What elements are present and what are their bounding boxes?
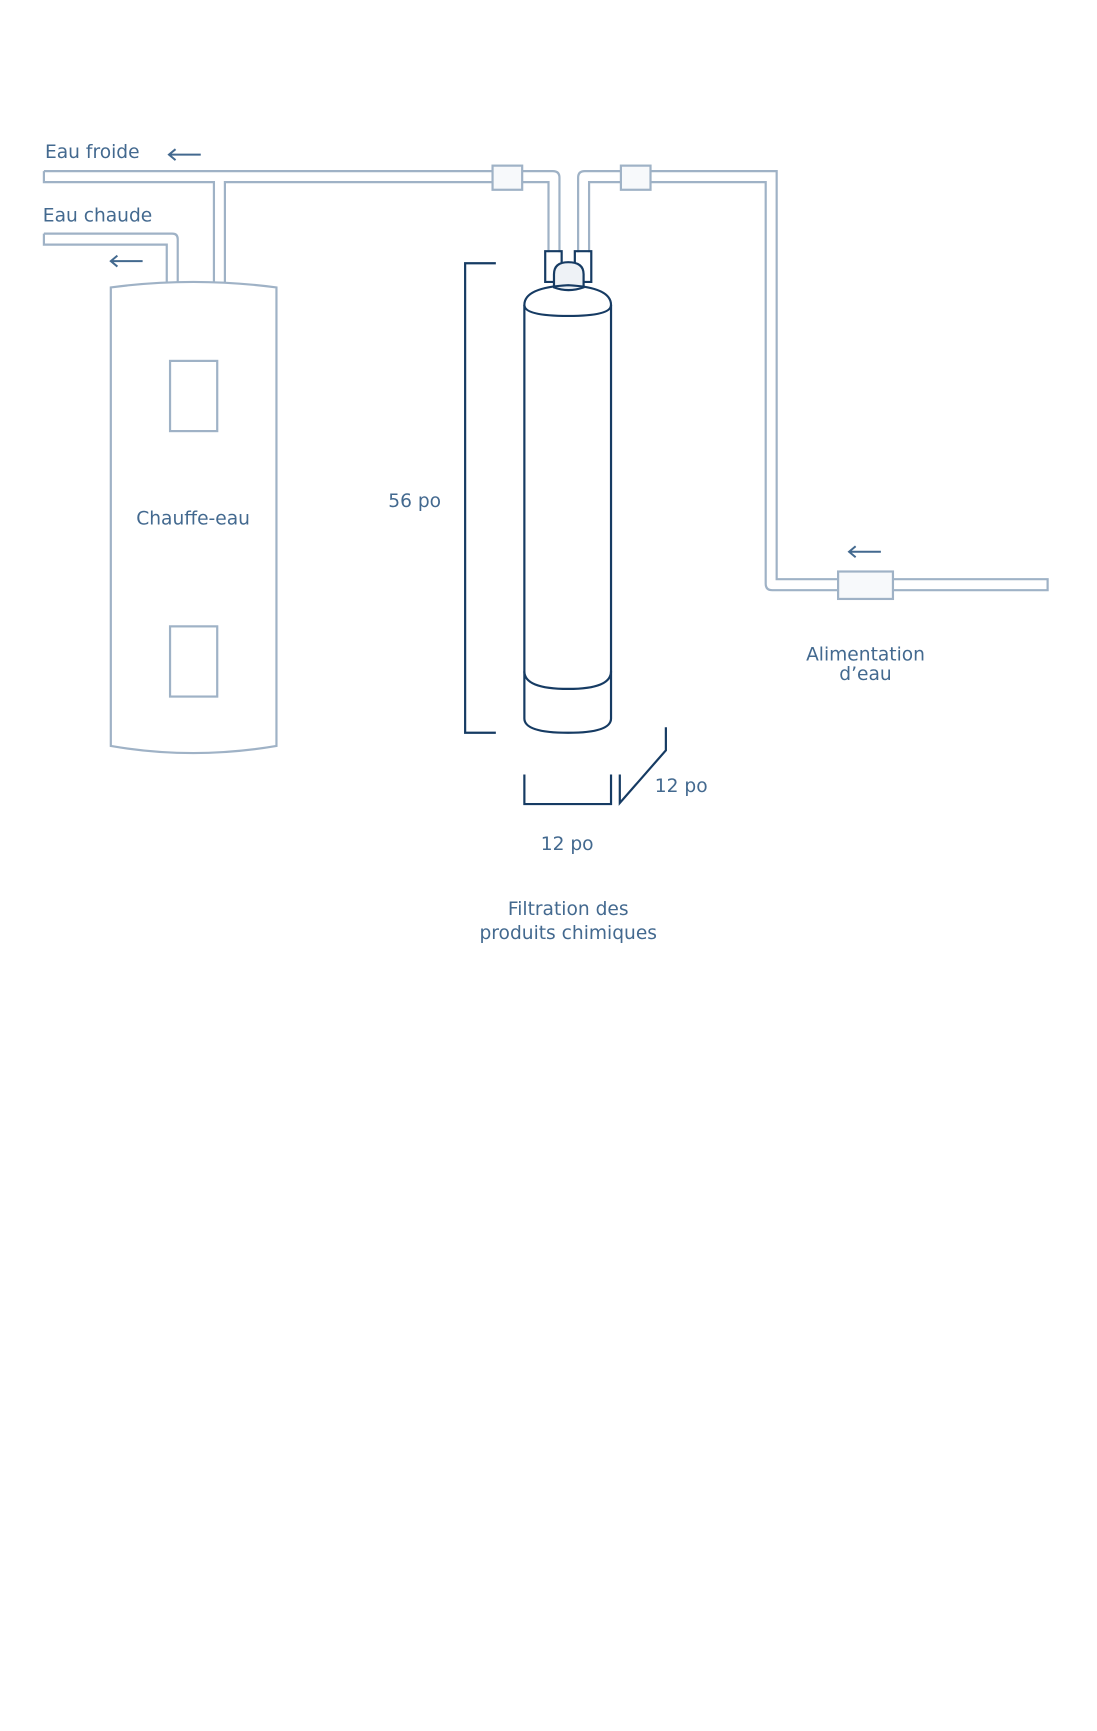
depth-dimension: 12 po: [655, 776, 708, 797]
depth-bracket: [618, 727, 667, 806]
supply-pipe: [577, 164, 1049, 601]
arrow-left-icon: [109, 254, 143, 268]
cold-water-label: Eau froide: [45, 142, 140, 163]
hot-water-pipe: [42, 232, 179, 284]
width-bracket: [523, 774, 613, 806]
supply-label-line2: d’eau: [839, 664, 891, 685]
supply-label-line1: Alimentation: [806, 644, 925, 665]
filter-tank: [523, 250, 613, 734]
water-heater: [109, 280, 278, 755]
cold-fitting: [491, 164, 524, 191]
hot-water-label: Eau chaude: [43, 206, 152, 227]
water-heater-label: Chauffe-eau: [136, 508, 250, 529]
arrow-left-icon: [167, 148, 201, 161]
width-dimension: 12 po: [541, 834, 594, 855]
arrow-left-icon: [847, 545, 881, 559]
supply-valve: [837, 570, 895, 601]
filter-label-line2: produits chimiques: [479, 923, 657, 944]
filter-label-line1: Filtration des: [508, 899, 629, 920]
height-dimension: 56 po: [388, 491, 441, 512]
cold-water-pipe: [42, 164, 561, 284]
height-bracket: [464, 262, 496, 734]
supply-fitting: [619, 164, 652, 191]
